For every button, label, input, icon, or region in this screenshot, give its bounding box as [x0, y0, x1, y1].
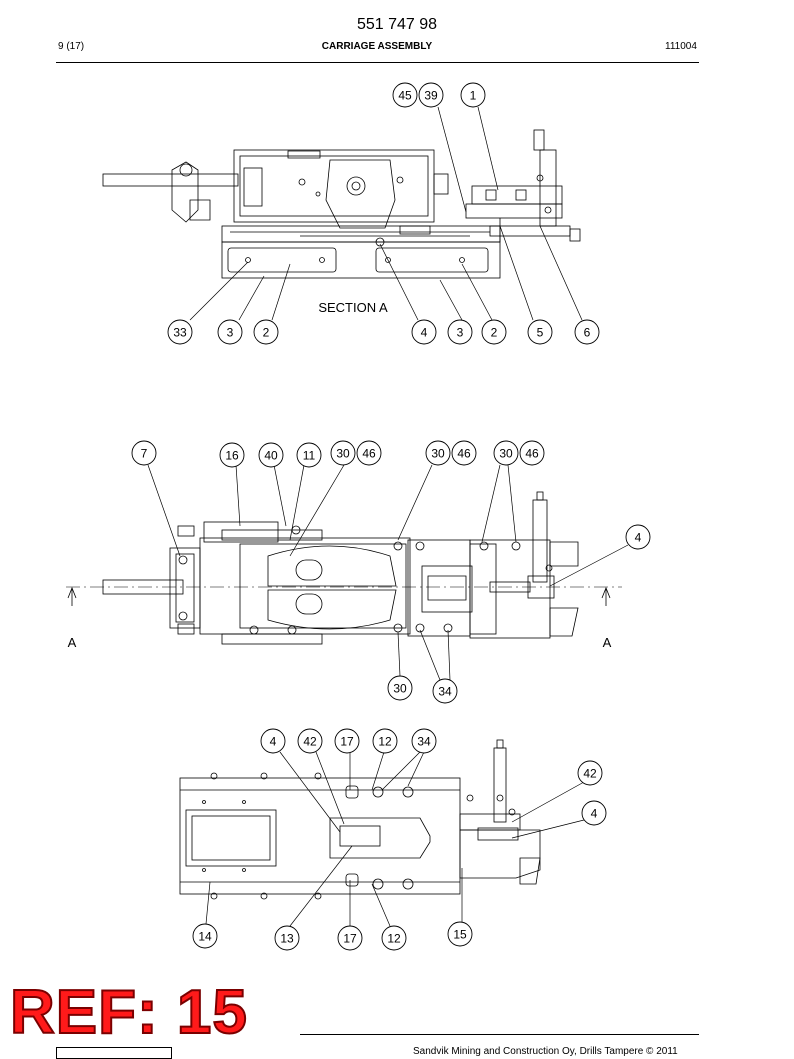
callout-33: 33 — [167, 319, 193, 345]
footer-copyright: Sandvik Mining and Construction Oy, Dril… — [413, 1046, 678, 1057]
callout-label: 12 — [378, 735, 392, 749]
callout-5: 5 — [527, 319, 553, 345]
callout-label: 4 — [635, 531, 642, 545]
callout-42: 42 — [577, 760, 603, 786]
callout-46: 46 — [451, 440, 477, 466]
callout-label: 34 — [417, 735, 431, 749]
callout-30: 30 — [330, 440, 356, 466]
callout-label: 4 — [270, 735, 277, 749]
plan-view — [66, 491, 622, 645]
callout-12: 12 — [381, 925, 407, 951]
callout-34: 34 — [411, 728, 437, 754]
callout-label: 46 — [525, 447, 539, 461]
callout-46: 46 — [356, 440, 382, 466]
callout-16: 16 — [219, 442, 245, 468]
callout-label: 17 — [340, 735, 354, 749]
callout-2: 2 — [253, 319, 279, 345]
callout-label: 13 — [280, 932, 294, 946]
callout-label: 30 — [431, 447, 445, 461]
section-marker-right: A — [603, 635, 612, 650]
callout-label: 30 — [499, 447, 513, 461]
document-number: 551 747 98 — [356, 16, 438, 33]
callout-30: 30 — [425, 440, 451, 466]
underside-view-leaders — [205, 751, 585, 927]
callout-40: 40 — [258, 442, 284, 468]
date-code: 111004 — [665, 41, 697, 52]
callouts-top: 45 39 1 33 3 2 4 3 2 5 6 — [167, 82, 600, 345]
callout-label: 12 — [387, 932, 401, 946]
callout-label: 15 — [453, 928, 467, 942]
callout-label: 30 — [393, 682, 407, 696]
callout-label: 39 — [424, 89, 438, 103]
callout-label: 2 — [491, 326, 498, 340]
callout-label: 33 — [173, 326, 187, 340]
reference-stamp: REF: 15 — [9, 978, 248, 1047]
callout-1: 1 — [460, 82, 486, 108]
document-title: CARRIAGE ASSEMBLY — [321, 41, 433, 52]
callout-4: 4 — [411, 319, 437, 345]
callout-label: 42 — [303, 735, 317, 749]
callout-label: 45 — [398, 89, 412, 103]
callout-7: 7 — [131, 440, 157, 466]
callout-label: 3 — [457, 326, 464, 340]
callout-label: 30 — [336, 447, 350, 461]
company-logo — [56, 1047, 172, 1059]
callout-label: 5 — [537, 326, 544, 340]
callout-12: 12 — [372, 728, 398, 754]
callout-label: 42 — [583, 767, 597, 781]
section-label: SECTION A — [318, 300, 388, 315]
callout-45: 45 — [392, 82, 418, 108]
callout-46: 46 — [519, 440, 545, 466]
callout-4: 4 — [581, 800, 607, 826]
callout-label: 7 — [141, 447, 148, 461]
callout-11: 11 — [296, 442, 322, 468]
callout-30: 30 — [387, 675, 413, 701]
callout-17: 17 — [337, 925, 363, 951]
callout-label: 17 — [343, 932, 357, 946]
callouts-middle: 7 16 40 11 30 46 30 46 30 46 4 30 34 — [131, 440, 651, 704]
callout-label: 11 — [303, 449, 316, 463]
section-markers — [67, 586, 611, 606]
callout-label: 3 — [227, 326, 234, 340]
section-a-leaders — [189, 106, 583, 321]
callout-30: 30 — [493, 440, 519, 466]
callout-label: 4 — [421, 326, 428, 340]
callout-6: 6 — [574, 319, 600, 345]
callout-39: 39 — [418, 82, 444, 108]
callout-label: 6 — [584, 326, 591, 340]
section-marker-left: A — [68, 635, 77, 650]
callout-34: 34 — [432, 678, 458, 704]
callout-3: 3 — [447, 319, 473, 345]
callout-label: 40 — [264, 449, 278, 463]
callout-15: 15 — [447, 921, 473, 947]
callout-13: 13 — [274, 925, 300, 951]
header-rule — [56, 62, 699, 63]
callout-4: 4 — [625, 524, 651, 550]
section-a-view — [102, 129, 581, 279]
callout-2: 2 — [481, 319, 507, 345]
callout-4: 4 — [260, 728, 286, 754]
underside-view — [179, 739, 541, 900]
callout-42: 42 — [297, 728, 323, 754]
callout-label: 4 — [591, 807, 598, 821]
callout-17: 17 — [334, 728, 360, 754]
callouts-bottom: 4 42 17 12 34 42 4 14 13 17 12 15 — [192, 728, 607, 951]
footer-rule — [300, 1034, 699, 1035]
callout-3: 3 — [217, 319, 243, 345]
callout-label: 46 — [362, 447, 376, 461]
callout-label: 2 — [263, 326, 270, 340]
callout-14: 14 — [192, 923, 218, 949]
page-number: 9 (17) — [58, 41, 85, 52]
callout-label: 1 — [470, 89, 477, 103]
callout-label: 34 — [438, 685, 452, 699]
callout-label: 16 — [225, 449, 239, 463]
plan-view-leaders — [147, 464, 629, 681]
callout-label: 46 — [457, 447, 471, 461]
callout-label: 14 — [198, 930, 212, 944]
